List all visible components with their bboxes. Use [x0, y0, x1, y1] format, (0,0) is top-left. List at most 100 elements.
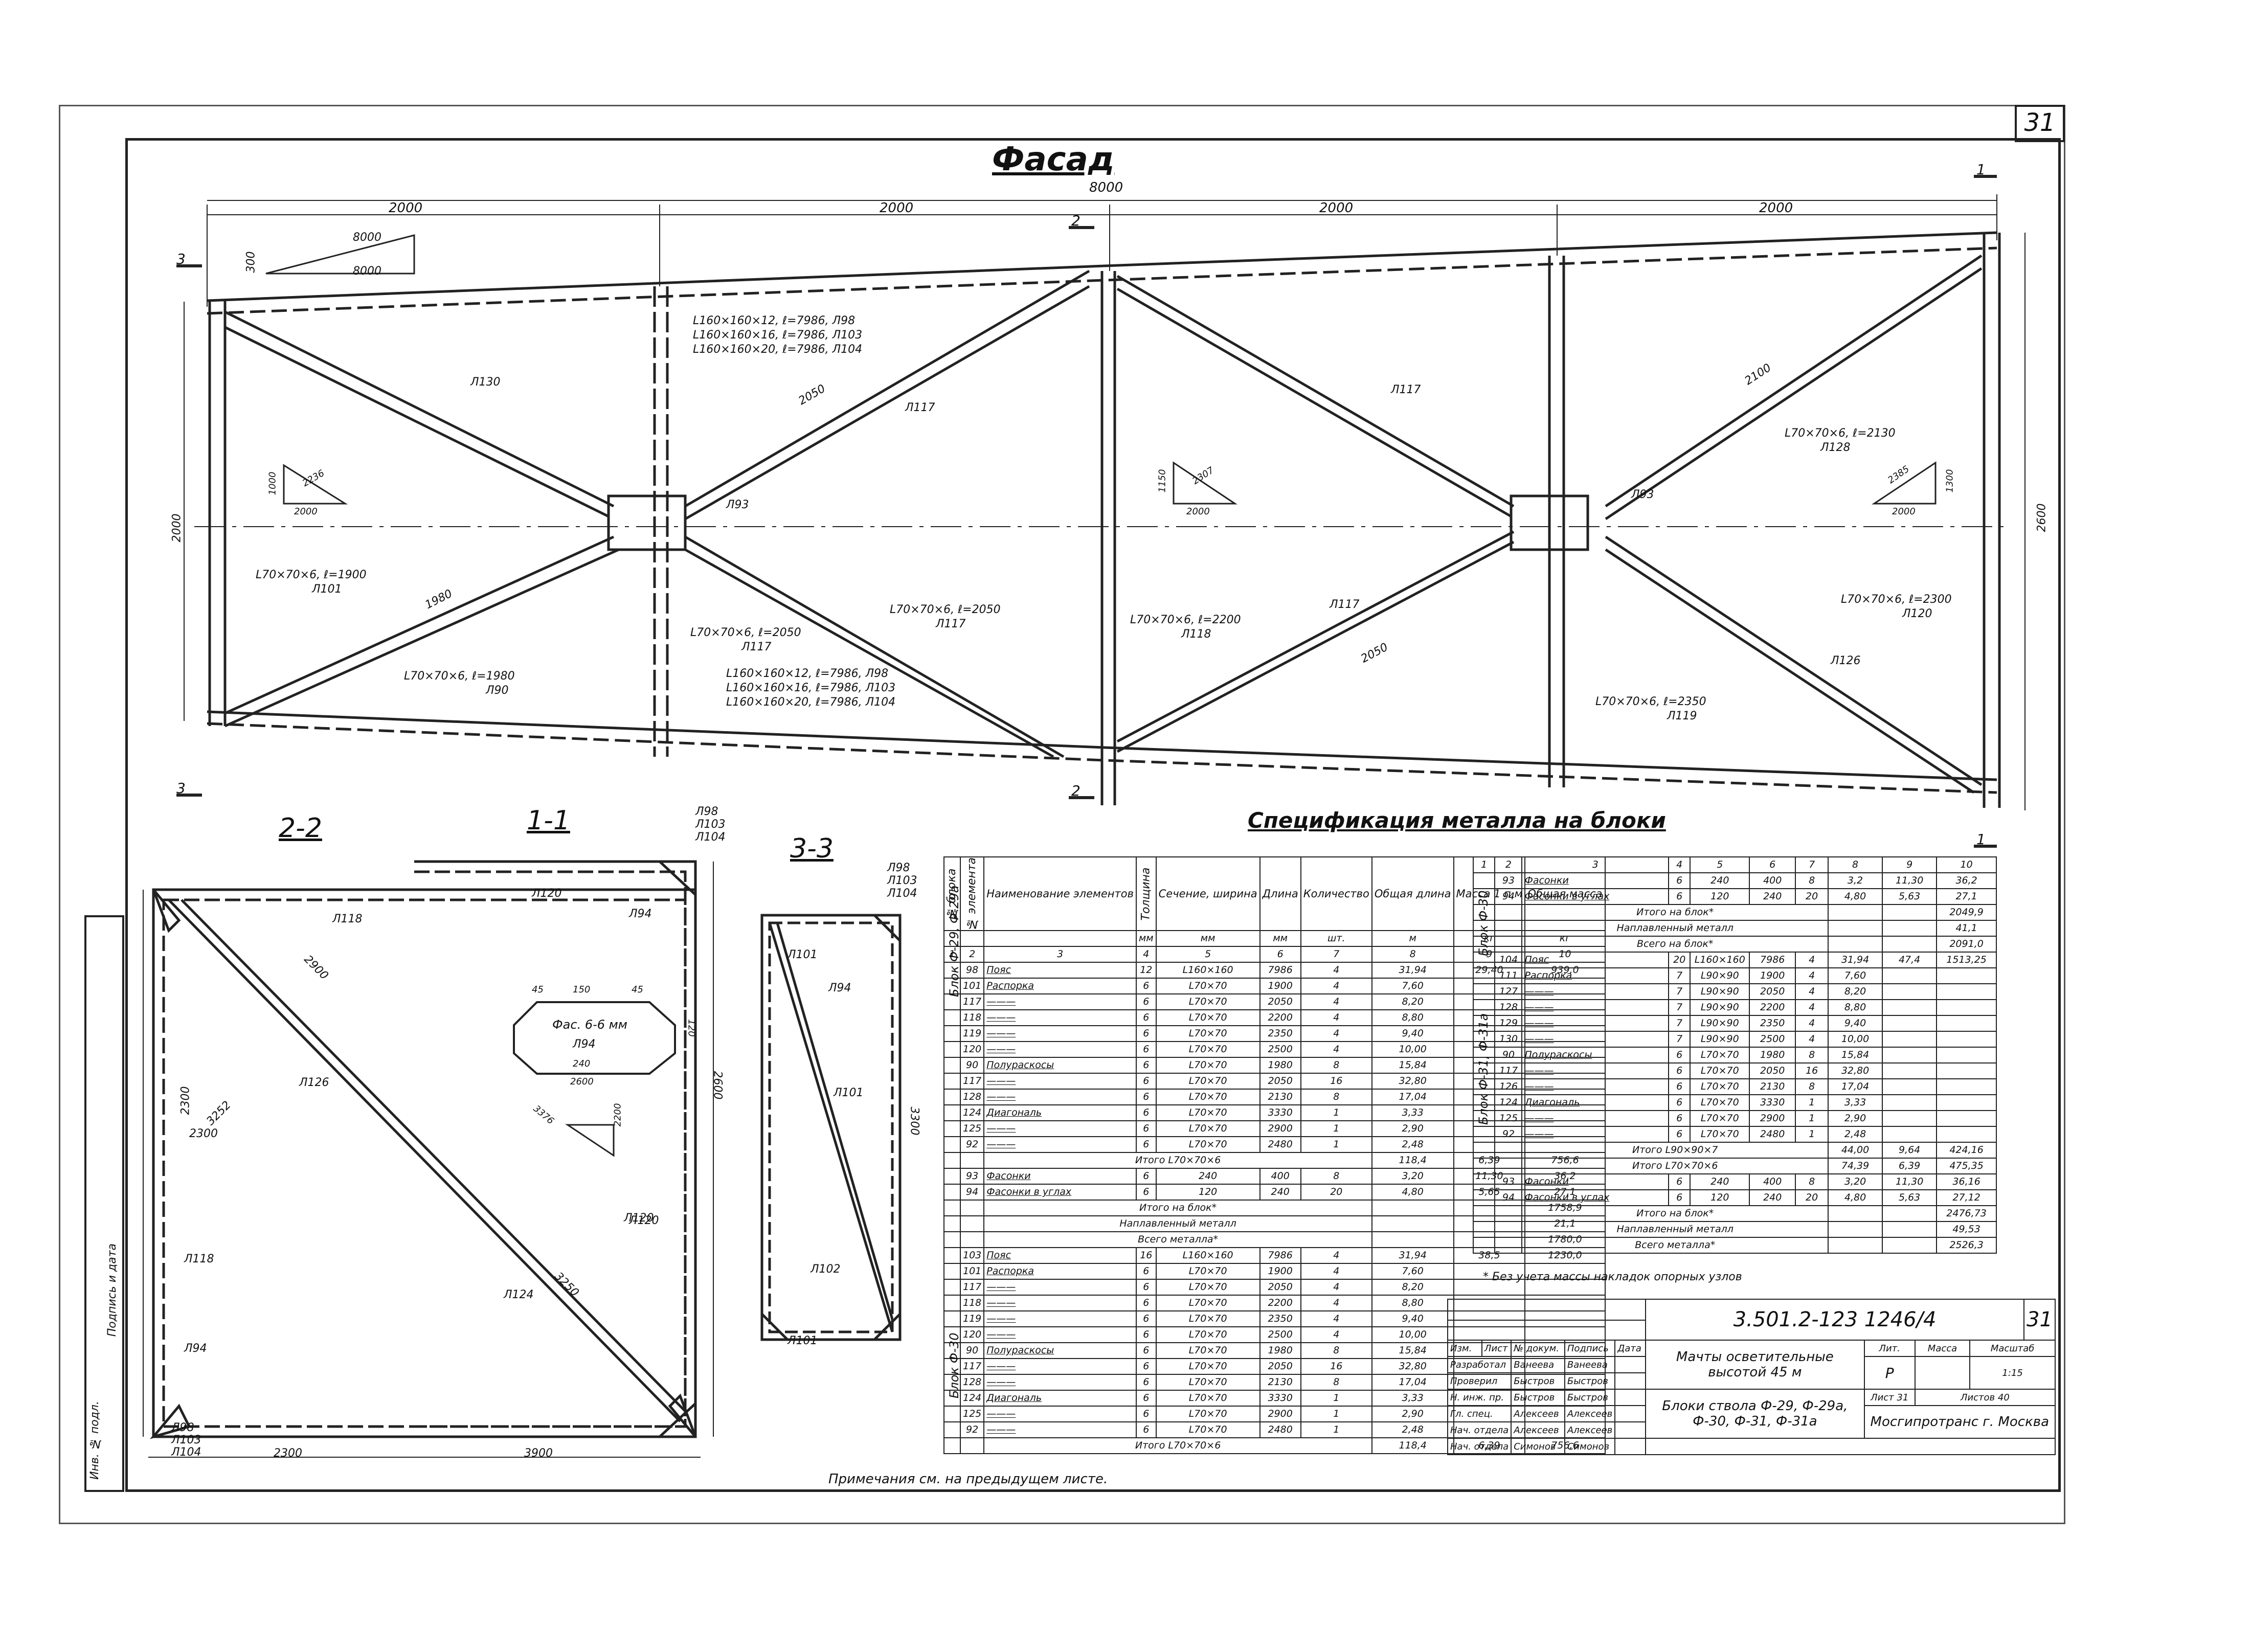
label-m93a: Л93: [726, 499, 749, 511]
section-11-title: 1-1: [527, 805, 570, 836]
vertical-0: [208, 301, 227, 726]
s11-g2200: 2200: [612, 1103, 623, 1127]
slope-triangle: [265, 234, 415, 275]
vertical-1: [653, 286, 669, 757]
facade-drawing: [176, 175, 2025, 848]
s11-dim-3900: 3900: [524, 1447, 553, 1460]
doc-code: 3.501.2-123: [1733, 1308, 1858, 1331]
tri3-a: 1300: [1944, 469, 1955, 493]
s22-m94: Л94: [184, 1342, 207, 1355]
label-chord-top: L160×160×12, ℓ=7986, Л98: [693, 314, 856, 327]
sheet-number-box: 31: [2015, 105, 2065, 142]
block-label-4: Блок Ф-30: [1476, 890, 1491, 956]
s22-m118: Л118: [332, 913, 363, 925]
label-m117b: Л117: [1391, 383, 1421, 396]
tri2-a: 1150: [1157, 469, 1168, 493]
node-left: [607, 494, 687, 551]
slope-top: 8000: [353, 231, 381, 244]
dim-panel-2: 2000: [880, 200, 914, 216]
section-mark-3b: 3: [176, 780, 186, 797]
section-33-drawing: [760, 914, 902, 1341]
s22-dim-2300: 2300: [274, 1447, 302, 1460]
label-m118b: Л118: [1181, 628, 1211, 641]
s11-dim-2600: 2600: [711, 1071, 724, 1100]
s11-m103: Л103: [695, 818, 726, 831]
s11-m98: Л98: [695, 805, 718, 818]
section-11-drawing: [414, 860, 714, 1458]
title-org: Мосгипротранс г. Москва: [1863, 1405, 2056, 1439]
section-22-title: 2-2: [279, 813, 322, 844]
diag-7: [1605, 254, 1983, 521]
s11-g240: 240: [573, 1058, 591, 1069]
label-m117eb: Л117: [936, 618, 966, 630]
s22-m118b: Л118: [184, 1253, 214, 1265]
s22-m104: Л104: [171, 1446, 201, 1459]
s11-m104: Л104: [695, 831, 726, 844]
s22-dim-2300b: 2300: [189, 1127, 218, 1140]
dim-height-right: 2600: [2035, 503, 2049, 532]
block-label-1: Блок Ф-29, Ф-29а: [947, 885, 961, 997]
diag-1: [224, 310, 615, 518]
diag-5: [1116, 275, 1515, 518]
s11-g120: 120: [686, 1019, 697, 1037]
vertical-3: [1548, 256, 1565, 787]
gusset-plate: [513, 1001, 676, 1075]
title-content: Блоки ствола Ф-29, Ф-29а, Ф-30, Ф-31, Ф-…: [1645, 1389, 1865, 1439]
s22-m124: Л124: [504, 1288, 534, 1301]
section-mark-1a: 1: [1976, 161, 1986, 178]
side-sign: Подпись и дата: [106, 1243, 119, 1337]
dim-height-left: 2000: [170, 513, 184, 542]
label-m130: Л130: [470, 376, 501, 389]
section-33-title: 3-3: [790, 833, 834, 864]
s33-m103: Л103: [887, 874, 917, 887]
label-m120: L70×70×6, ℓ=2300: [1841, 593, 1952, 606]
title-object: Мачты осветительные высотой 45 м: [1645, 1340, 1865, 1390]
label-m119: L70×70×6, ℓ=2350: [1595, 695, 1706, 708]
label-m120b: Л120: [1902, 607, 1932, 620]
s22-m103: Л103: [171, 1434, 201, 1446]
label-m90: L70×70×6, ℓ=1980: [404, 670, 515, 683]
tri1-a: 1000: [267, 471, 278, 495]
diag-3: [684, 269, 1090, 521]
section-mark-3a: 3: [176, 251, 186, 267]
spec-row: Всего на блок*2091,0: [1472, 936, 1997, 953]
label-m101: L70×70×6, ℓ=1900: [256, 569, 367, 581]
tri3-b: 2000: [1892, 506, 1916, 517]
label-m117d: L70×70×6, ℓ=2050: [690, 626, 801, 639]
s33-m101c: Л101: [787, 1334, 818, 1347]
title-sheet: 31: [2023, 1299, 2056, 1341]
slope-side: 300: [244, 251, 258, 273]
block-label-2: Блок Ф-30: [947, 1332, 961, 1398]
section-mark-2a: 2: [1071, 212, 1081, 229]
bottom-chord-inner: [207, 722, 1997, 794]
spec-row: Всего металла*2526,3: [1472, 1237, 1997, 1254]
label-chord-top3: L160×160×20, ℓ=7986, Л104: [693, 343, 863, 356]
facade-title: Фасад: [992, 141, 1115, 178]
s11-gusset-no: Л94: [573, 1038, 596, 1051]
s11-m94: Л94: [629, 908, 652, 920]
label-m117db: Л117: [741, 641, 772, 653]
s33-m98: Л98: [887, 862, 910, 874]
block-label-3: Блок Ф-31, Ф-31а: [1476, 1013, 1491, 1125]
ratio-tri-2: [1173, 461, 1237, 505]
dim-panel-1: 2000: [389, 200, 423, 216]
s33-dim-3300: 3300: [908, 1106, 921, 1136]
notes: Примечания см. на предыдущем листе.: [828, 1472, 1108, 1487]
slope-bottom: 8000: [353, 265, 381, 278]
